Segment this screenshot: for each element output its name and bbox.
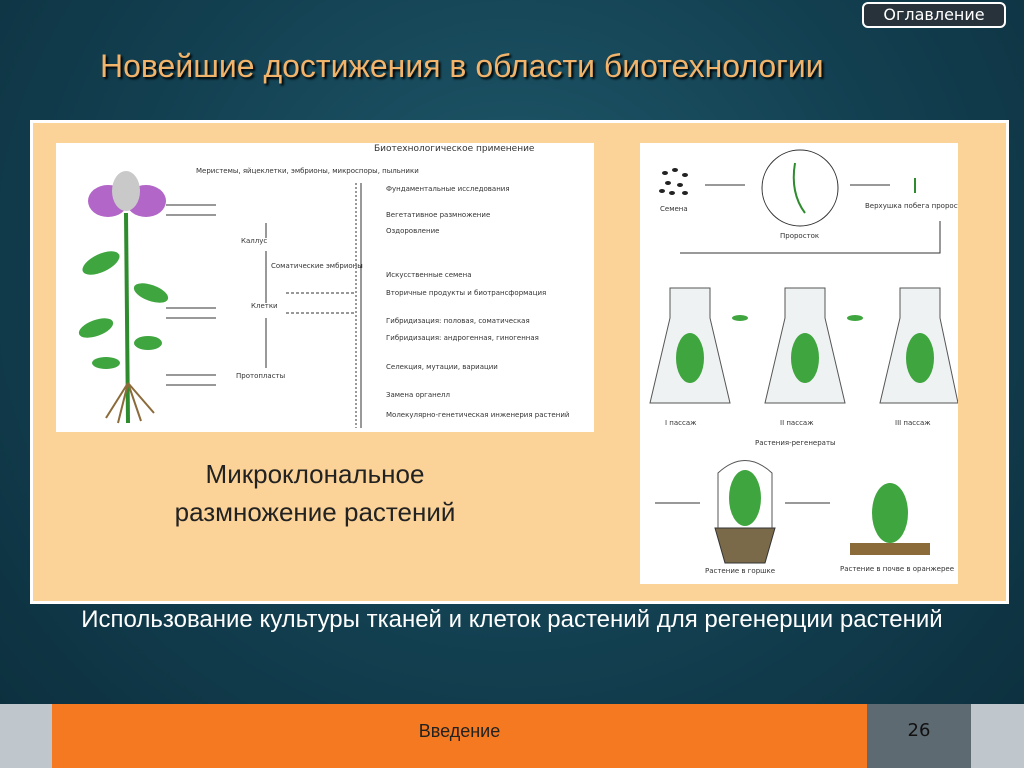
label-shoot-tip: Верхушка побега проростка с гипокотилем: [865, 202, 958, 210]
application-item: Оздоровление: [386, 227, 439, 235]
micropropagation-figure: Семена Проросток Верхушка побега пророст…: [640, 143, 958, 584]
application-item: Молекулярно-генетическая инженерия расте…: [386, 411, 569, 419]
label-passage-2: II пассаж: [780, 419, 814, 427]
application-item: Гибридизация: андрогенная, гиногенная: [386, 334, 539, 342]
slide-title: Новейшие достижения в области биотехноло…: [100, 48, 824, 84]
label-seeds: Семена: [660, 205, 688, 213]
label-regenerants: Растения-регенераты: [755, 439, 836, 447]
stage-somatic-embryos: Соматические эмбрионы: [271, 262, 363, 270]
stage-cells: Клетки: [251, 302, 278, 310]
stage-meristems: Меристемы, яйцеклетки, эмбрионы, микросп…: [196, 167, 419, 175]
applications-header: Биотехнологическое применение: [374, 144, 535, 154]
toc-button[interactable]: Оглавление: [862, 2, 1006, 28]
plant-illustration: [78, 171, 169, 424]
label-plant-soil: Растение в почве в оранжерее: [840, 565, 954, 573]
footer-bar: Введение 26: [0, 704, 1024, 768]
figure-caption: Микроклональное размножение растений: [174, 459, 456, 527]
application-item: Вторичные продукты и биотрансформация: [386, 289, 546, 297]
label-sprout: Проросток: [780, 232, 819, 240]
stage-callus: Каллус: [241, 237, 267, 245]
application-item: Замена органелл: [386, 391, 450, 399]
seeds-illustration: [659, 168, 688, 195]
petri-dish: [761, 149, 839, 227]
application-item: Вегетативное размножение: [386, 211, 490, 219]
biotech-scheme-figure: Меристемы, яйцеклетки, эмбрионы, микросп…: [56, 143, 594, 432]
label-plant-pot: Растение в горшке: [705, 567, 775, 575]
label-passage-1: I пассаж: [665, 419, 697, 427]
slide-subtitle: Использование культуры тканей и клеток р…: [81, 606, 943, 633]
stage-protoplasts: Протопласты: [236, 372, 285, 380]
application-item: Селекция, мутации, вариации: [386, 363, 498, 371]
footer-section-bar: [52, 704, 867, 768]
footer-section-label[interactable]: Введение: [418, 721, 501, 741]
application-item: Искусственные семена: [386, 271, 471, 279]
application-item: Фундаментальные исследования: [386, 185, 510, 193]
application-item: Гибридизация: половая, соматическая: [386, 317, 530, 325]
page-number: 26: [867, 704, 971, 768]
label-passage-3: III пассаж: [895, 419, 931, 427]
